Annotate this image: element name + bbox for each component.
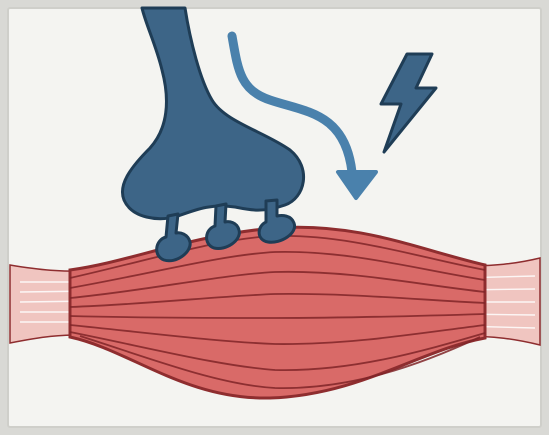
neuromuscular-diagram (0, 0, 549, 435)
figure-frame (0, 0, 549, 435)
